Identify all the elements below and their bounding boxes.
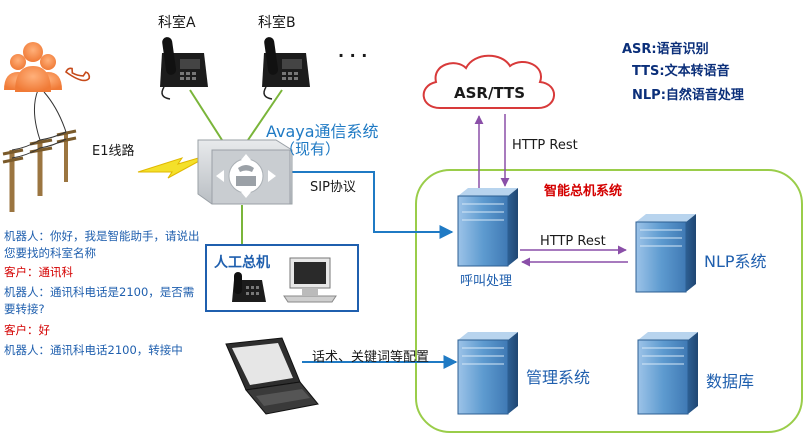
management-server-icon [457,332,518,415]
operator-computer-icon [283,257,337,303]
smart-system-title: 智能总机系统 [544,184,623,199]
dialogue-line-2: 客户：通讯科 [4,265,73,279]
legend-nlp: NLP:自然语音处理 [632,88,744,103]
line-phone-b [247,89,283,141]
avaya-switch-icon [197,139,293,205]
operator-phone-icon [232,272,266,302]
call-server-icon [457,188,518,267]
laptop-icon [225,337,319,415]
utility-poles-icon [2,89,77,212]
desk-phone-b-icon [262,37,310,100]
legend-tts: TTS:文本转语音 [632,64,730,79]
database-server-icon [637,332,698,415]
more-phones-ellipsis: · · · [338,46,368,65]
sip-label: SIP协议 [310,180,356,195]
e1-trunk-label: E1线路 [92,144,135,159]
database-label: 数据库 [706,372,755,391]
users-icon [4,42,62,92]
cloud-icon [422,54,555,109]
desk-phone-a-icon [160,37,208,100]
management-system-label: 管理系统 [526,368,591,387]
dialogue-line-5: 机器人：通讯科电话2100，转接中 [4,343,183,357]
nlp-system-label: NLP系统 [704,252,767,271]
nlp-server-icon [635,214,696,293]
call-processing-label: 呼叫处理 [460,274,513,289]
avaya-subtitle: （现有） [280,140,341,158]
dialogue-line-3: 机器人：通讯科电话是2100，是否需要转接? [4,285,195,316]
phone-a-label: 科室A [158,15,196,31]
config-label: 话术、关键词等配置 [312,350,430,365]
phone-b-label: 科室B [258,15,296,31]
dialogue-line-4: 客户：好 [4,323,50,337]
sip-arrow [292,171,454,239]
dialogue-line-1: 机器人：你好，我是智能助手，请说出您要找的科室名称 [4,229,200,260]
line-phone-a [189,89,223,141]
http-rest-top-label: HTTP Rest [512,138,578,153]
http-rest-mid-label: HTTP Rest [540,234,606,249]
cloud-label: ASR/TTS [454,84,526,102]
legend-asr: ASR:语音识别 [622,42,709,57]
avaya-title: Avaya通信系统 [266,122,379,141]
handset-icon [65,67,91,82]
operator-label: 人工总机 [214,255,270,271]
